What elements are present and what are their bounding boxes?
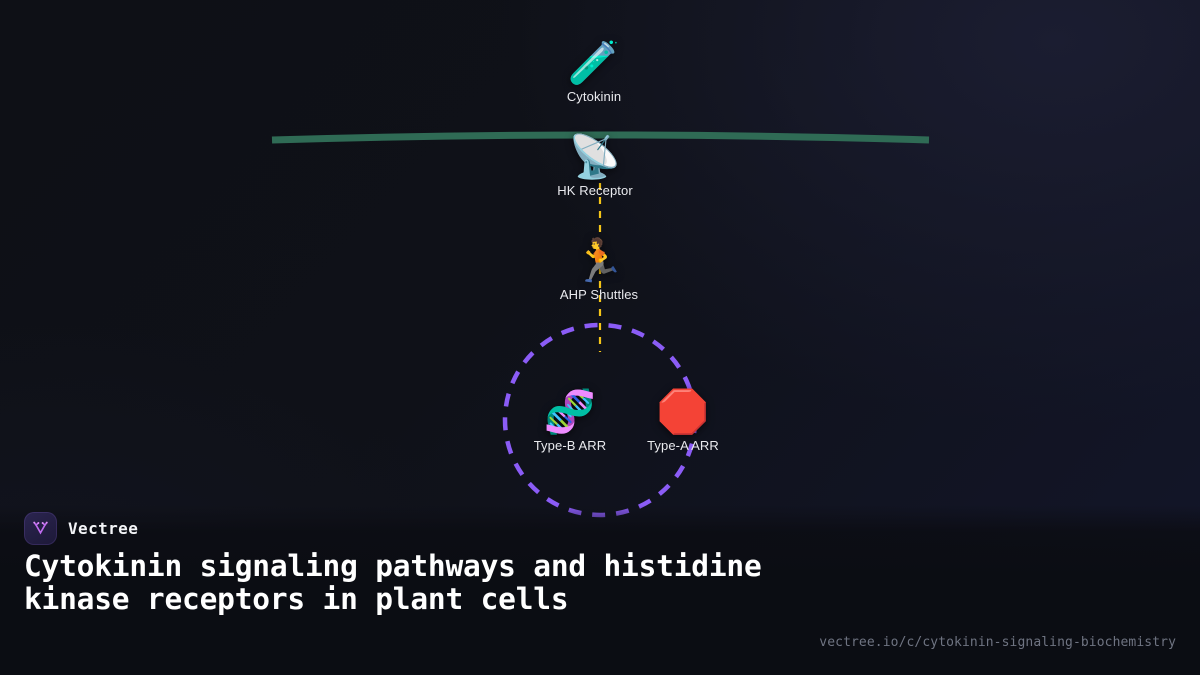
node-cytokinin[interactable]: 🧪 Cytokinin <box>499 40 689 106</box>
node-type-a-arr-label: Type-A ARR <box>647 438 719 453</box>
running-person-icon: 🏃 <box>572 236 626 285</box>
node-ahp-shuttles[interactable]: 🏃 AHP Shuttles <box>504 238 694 304</box>
node-hk-receptor[interactable]: 📡 HK Receptor <box>500 134 690 200</box>
brand[interactable]: Vectree <box>24 512 138 545</box>
stop-sign-icon: 🛑 <box>656 387 710 436</box>
test-tube-icon: 🧪 <box>567 38 621 87</box>
page-title: Cytokinin signaling pathways and histidi… <box>24 549 762 616</box>
node-type-b-arr-label: Type-B ARR <box>533 438 607 453</box>
plasma-membrane-line <box>271 131 930 144</box>
node-cytokinin-label: Cytokinin <box>566 89 622 104</box>
node-type-a-arr[interactable]: 🛑 Type-A ARR <box>588 389 778 455</box>
dna-icon: 🧬 <box>543 387 597 436</box>
vectree-logo-icon <box>24 512 57 545</box>
pathway-diagram: 🧪 Cytokinin 📡 HK Receptor 🏃 AHP Shuttles… <box>271 40 930 518</box>
footer-panel <box>0 505 1200 675</box>
permalink-url: vectree.io/c/cytokinin-signaling-biochem… <box>819 635 1176 650</box>
satellite-dish-icon: 📡 <box>568 132 622 181</box>
node-ahp-shuttles-label: AHP Shuttles <box>559 287 639 302</box>
node-type-b-arr[interactable]: 🧬 Type-B ARR <box>475 389 665 455</box>
brand-name: Vectree <box>68 519 139 538</box>
node-hk-receptor-label: HK Receptor <box>557 183 633 198</box>
